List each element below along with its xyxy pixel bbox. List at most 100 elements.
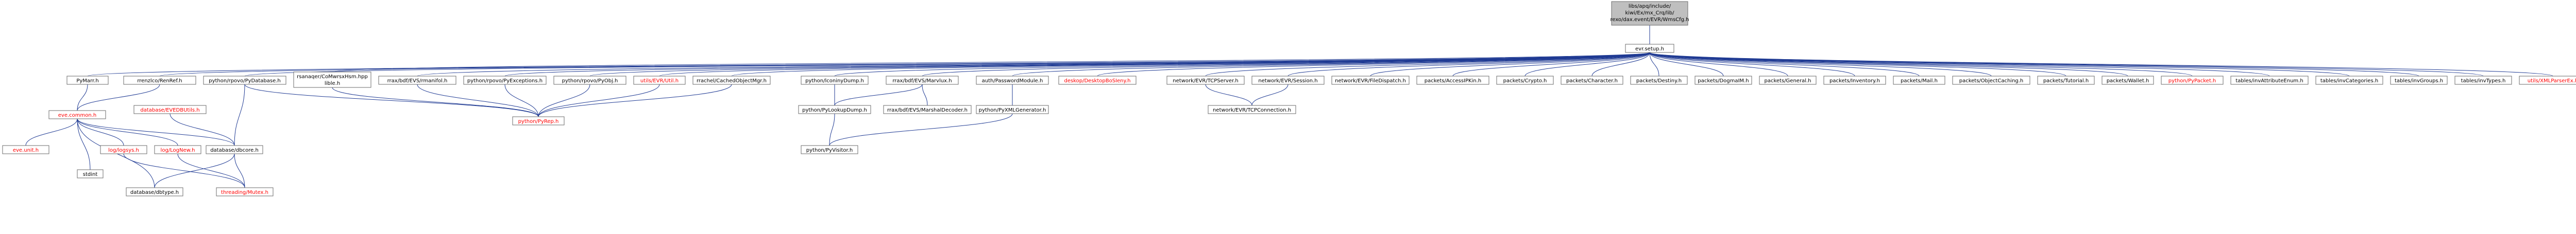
- svg-text:tables/invAttributeEnum.h: tables/invAttributeEnum.h: [2235, 78, 2303, 84]
- node-tcpserver[interactable]: network/EVR/TCPServer.h: [1166, 76, 1245, 85]
- edge-node-marvlux-to-node-marshaldecoder: [922, 84, 928, 106]
- node-accessipkin[interactable]: packets/AccessIPKin.h: [1416, 76, 1489, 85]
- edge-hub-node-to-node-wallet: [1649, 52, 2128, 77]
- node-renref[interactable]: rrenzlco/RenRef.h: [123, 76, 196, 85]
- edge-node-evedbutils-to-node-dbcore: [170, 113, 235, 146]
- edge-hub-node-to-node-dogmaim: [1649, 52, 1724, 77]
- svg-text:python/lconinyDump.h: python/lconinyDump.h: [805, 78, 864, 84]
- node-pydatabase[interactable]: python/rpovo/PyDatabase.h: [203, 76, 286, 85]
- node-invcategories[interactable]: tables/invCategories.h: [2315, 76, 2383, 85]
- svg-text:rrax/bdf/EVS/MarshalDecoder.h: rrax/bdf/EVS/MarshalDecoder.h: [887, 107, 968, 113]
- node-crypto[interactable]: packets/Crypto.h: [1496, 76, 1554, 85]
- node-character[interactable]: packets/Character.h: [1561, 76, 1623, 85]
- node-util[interactable]: utils/EVR/Util.h: [633, 76, 686, 85]
- svg-text:python/rpovo/PyObj.h: python/rpovo/PyObj.h: [562, 78, 618, 84]
- root-file-node[interactable]: libs/apq/include/ kiwi/Ex/mx_Crq/lib/ re…: [1610, 1, 1689, 26]
- hub-node[interactable]: evr.setup.h: [1625, 44, 1674, 53]
- node-pylookupdump[interactable]: python/PyLookupDump.h: [798, 105, 871, 114]
- edge-node-renref-to-node-eve-common: [77, 84, 160, 111]
- node-logsys[interactable]: log/logsys.h: [100, 145, 147, 154]
- root-line-3: rexo/dax.event/EVR/WmsCfg.h: [1610, 17, 1689, 23]
- svg-text:threading/Mutex.h: threading/Mutex.h: [221, 190, 268, 195]
- node-wallet[interactable]: packets/Wallet.h: [2102, 76, 2154, 85]
- node-pyexceptions[interactable]: python/rpovo/PyExceptions.h: [463, 76, 547, 85]
- edge-hub-node-to-node-tcpserver: [1205, 52, 1650, 77]
- svg-text:python/rpovo/PyDatabase.h: python/rpovo/PyDatabase.h: [209, 78, 281, 84]
- node-pymarr[interactable]: PyMarr.h: [66, 76, 109, 85]
- edge-node-eve-common-to-node-lognew: [77, 118, 178, 146]
- edge-hub-node-to-node-accessipkin: [1452, 52, 1650, 77]
- svg-text:python/rpovo/PyExceptions.h: python/rpovo/PyExceptions.h: [467, 78, 543, 84]
- svg-text:log/LogNew.h: log/LogNew.h: [161, 148, 195, 153]
- node-passwordmodule[interactable]: auth/PasswordModule.h: [976, 76, 1049, 85]
- node-marvlux[interactable]: rrax/bdf/EVS/Marvlux.h: [886, 76, 959, 85]
- svg-text:tables/invTypes.h: tables/invTypes.h: [2461, 78, 2506, 84]
- node-pyobj[interactable]: python/rpovo/PyObj.h: [553, 76, 626, 85]
- node-mail[interactable]: packets/Mail.h: [1893, 76, 1945, 85]
- svg-text:packets/DogmaIM.h: packets/DogmaIM.h: [1698, 78, 1749, 84]
- edge-node-pyobj-to-node-pyrep: [538, 84, 590, 117]
- svg-text:packets/Mail.h: packets/Mail.h: [1901, 78, 1938, 84]
- edge-hub-node-to-node-crypto: [1524, 52, 1650, 77]
- edge-hub-node-to-node-invgroups: [1649, 52, 2419, 77]
- node-invattributeenum[interactable]: tables/invAttributeEnum.h: [2230, 76, 2309, 85]
- edge-hub-node-to-node-pydatabase: [244, 52, 1650, 77]
- node-lconinydump[interactable]: python/lconinyDump.h: [801, 76, 869, 85]
- root-line-1: libs/apq/include/: [1629, 4, 1671, 9]
- svg-text:rrax/bdf/EVS/rmanifol.h: rrax/bdf/EVS/rmanifol.h: [387, 78, 448, 84]
- node-pyxmlgenerator[interactable]: python/PyXMLGenerator.h: [976, 105, 1049, 114]
- edge-hub-node-to-node-invtypes: [1649, 52, 2484, 77]
- node-invgroups[interactable]: tables/invGroups.h: [2390, 76, 2448, 85]
- node-tcpconnection[interactable]: network/EVR/TCPConnection.h: [1208, 105, 1296, 114]
- svg-text:tables/invGroups.h: tables/invGroups.h: [2395, 78, 2443, 84]
- node-destiny[interactable]: packets/Destiny.h: [1630, 76, 1688, 85]
- node-objectcaching[interactable]: packets/ObjectCaching.h: [1952, 76, 2030, 85]
- edge-node-eve-common-to-node-logsys: [77, 118, 124, 146]
- node-pypacket[interactable]: python/PyPacket.h: [2161, 76, 2224, 85]
- node-evedbutils[interactable]: database/EVEDBUtils.h: [133, 105, 207, 114]
- svg-text:database/EVEDBUtils.h: database/EVEDBUtils.h: [140, 107, 199, 113]
- node-cachedobjectmgr[interactable]: rrachel/CachedObjectMgr.h: [692, 76, 771, 85]
- svg-text:packets/AccessIPKin.h: packets/AccessIPKin.h: [1425, 78, 1481, 84]
- edge-hub-node-to-node-invattributeenum: [1649, 52, 2270, 77]
- svg-text:packets/ObjectCaching.h: packets/ObjectCaching.h: [1959, 78, 2024, 84]
- edge-node-eve-common-to-node-stdint: [77, 118, 91, 170]
- node-dbcore[interactable]: database/dbcore.h: [206, 145, 263, 154]
- svg-text:python/PyPacket.h: python/PyPacket.h: [2168, 78, 2216, 84]
- node-session[interactable]: network/EVR/Session.h: [1251, 76, 1325, 85]
- edge-node-pydatabase-to-node-pyrep: [244, 84, 539, 117]
- node-eve-unit[interactable]: eve.unit.h: [2, 145, 49, 154]
- svg-text:database/dbtype.h: database/dbtype.h: [130, 190, 179, 195]
- svg-text:python/PyXMLGenerator.h: python/PyXMLGenerator.h: [979, 107, 1046, 113]
- edge-node-eve-common-to-node-eve-unit: [25, 118, 78, 146]
- node-pyrep[interactable]: python/PyRep.h: [512, 116, 565, 125]
- node-tutorial[interactable]: packets/Tutorial.h: [2037, 76, 2095, 85]
- node-rmanifol[interactable]: rrax/bdf/EVS/rmanifol.h: [378, 76, 456, 85]
- node-general[interactable]: packets/General.h: [1759, 76, 1817, 85]
- node-eve-common[interactable]: eve.common.h: [48, 110, 106, 119]
- svg-text:utils/EVR/Util.h: utils/EVR/Util.h: [640, 78, 679, 84]
- svg-text:network/EVR/FileDispatch.h: network/EVR/FileDispatch.h: [1335, 78, 1406, 84]
- svg-text:stdint: stdint: [83, 172, 98, 177]
- node-mutex[interactable]: threading/Mutex.h: [216, 187, 274, 196]
- node-lognew[interactable]: log/LogNew.h: [154, 145, 201, 154]
- edge-node-pydatabase-to-node-dbcore: [234, 84, 245, 146]
- svg-text:lible.h: lible.h: [325, 81, 340, 86]
- node-comwrsxhsm[interactable]: rsanaqer/CoMwrsxHsm.hpp lible.h: [293, 71, 371, 88]
- node-dbtype[interactable]: database/dbtype.h: [126, 187, 183, 196]
- edge-node-tcpserver-to-node-tcpconnection: [1205, 84, 1252, 106]
- node-stdint[interactable]: stdint: [77, 169, 104, 178]
- root-line-2: kiwi/Ex/mx_Crq/lib/: [1625, 10, 1674, 16]
- node-filedispatch[interactable]: network/EVR/FileDispatch.h: [1331, 76, 1410, 85]
- edge-hub-node-to-node-lconinydump: [834, 52, 1650, 77]
- node-marshaldecoder[interactable]: rrax/bdf/EVS/MarshalDecoder.h: [883, 105, 972, 114]
- node-dogmaim[interactable]: packets/DogmaIM.h: [1694, 76, 1752, 85]
- node-inventory[interactable]: packets/Inventory.h: [1823, 76, 1886, 85]
- node-pyvisitor[interactable]: python/PyVisitor.h: [801, 145, 858, 154]
- node-desktop[interactable]: deskop/DesktopBoSIeny.h: [1058, 76, 1137, 85]
- node-xmlparserex[interactable]: utils/XMLParserEx.h: [2519, 76, 2576, 85]
- edge-hub-node-to-node-filedispatch: [1370, 52, 1650, 77]
- node-invtypes[interactable]: tables/invTypes.h: [2454, 76, 2512, 85]
- svg-text:network/EVR/Session.h: network/EVR/Session.h: [1258, 78, 1317, 84]
